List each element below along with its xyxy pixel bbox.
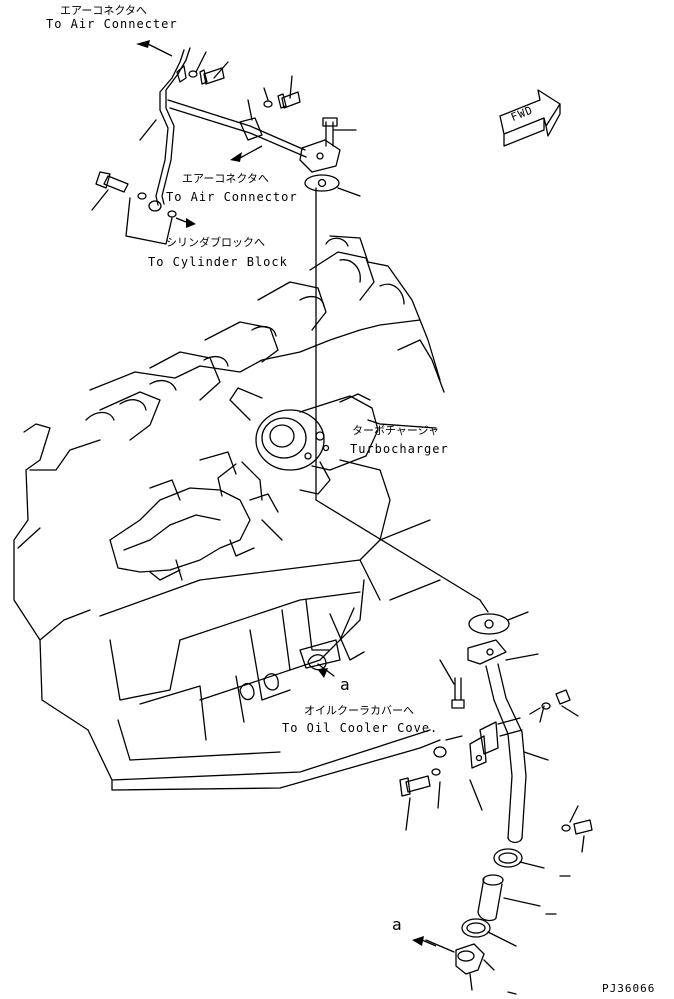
- bolt-washer-left: [91, 171, 177, 245]
- label-cylinder-block-en: To Cylinder Block: [148, 255, 288, 269]
- oil-drain-assembly: [399, 599, 593, 991]
- arrow-head-icon: [412, 936, 424, 946]
- ref-mark-a-lower: a: [392, 915, 403, 934]
- label-cylinder-block-jp: シリンダブロックへ: [166, 236, 265, 249]
- engine-block: [13, 235, 445, 791]
- arrow-head-icon: [186, 218, 196, 228]
- leader-tick: [545, 875, 571, 915]
- bolt-washer-top: [188, 51, 301, 109]
- label-air-connector-top-jp: エアーコネクタへ: [60, 4, 147, 17]
- label-turbocharger-jp: ターボチャージャ: [352, 424, 440, 437]
- label-oil-cooler-en: To Oil Cooler Cove.: [282, 721, 439, 735]
- arrow-head-icon: [136, 40, 150, 48]
- label-air-connector-top-en: To Air Connecter: [46, 17, 178, 31]
- arrow-head-icon: [230, 152, 242, 162]
- air-pipe-assembly: [148, 47, 341, 212]
- leader-line: [367, 419, 437, 429]
- part-code: PJ36066: [602, 982, 656, 995]
- leader-line: [139, 119, 157, 141]
- leader-tick: [507, 991, 517, 995]
- fwd-arrow-icon: [499, 89, 561, 147]
- label-air-connector-mid-jp: エアーコネクタへ: [182, 172, 269, 185]
- label-air-connector-mid-en: To Air Connector: [166, 190, 298, 204]
- leader-line: [315, 499, 481, 601]
- arrow-head-icon: [318, 668, 328, 678]
- label-oil-cooler-jp: オイルクーラカバーへ: [304, 704, 414, 717]
- leader-line: [337, 187, 361, 197]
- ref-mark-a-upper: a: [340, 675, 351, 694]
- label-turbocharger-en: Turbocharger: [350, 442, 449, 456]
